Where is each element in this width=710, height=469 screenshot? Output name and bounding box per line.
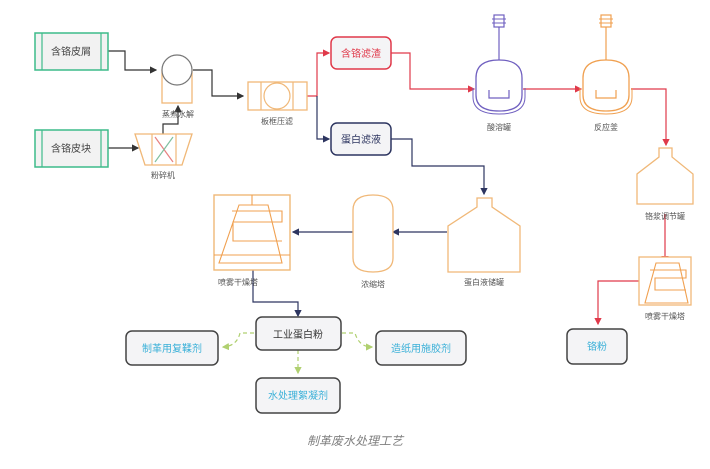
retanning-agent-label: 制革用复鞣剂 [142, 342, 202, 355]
flow-protein-to-sizing [342, 332, 374, 351]
spray-dryer-right: 喷雾干燥塔 [638, 256, 692, 321]
source-chrome-pieces-label: 含铬皮块 [51, 142, 91, 155]
filter-press-label: 板框压滤 [261, 116, 293, 126]
flow-hydrolysis-to-filterpress [193, 69, 245, 100]
reactor-label: 反应釜 [594, 122, 618, 132]
protein-storage-tank-label: 蛋白液储罐 [464, 277, 504, 287]
spray-dryer-left: 喷雾干燥塔 [213, 194, 291, 287]
acid-tank: 酸溶罐 [472, 14, 526, 132]
crusher: 粉碎机 [134, 133, 193, 180]
protein-storage-tank: 蛋白液储罐 [447, 197, 521, 287]
flow-filterpress-to-filtrate [316, 96, 331, 143]
flow-shavings-to-hydrolysis [108, 50, 158, 74]
acid-tank-label: 酸溶罐 [487, 122, 511, 132]
spray-dryer-left-label: 喷雾干燥塔 [218, 277, 258, 287]
industrial-protein-box: 工业蛋白粉 [255, 316, 342, 351]
source-chrome-pieces: 含铬皮块 [34, 129, 109, 168]
flow-reactor-to-adjusttank [631, 88, 670, 147]
diagram-caption: 制革废水处理工艺 [306, 434, 403, 448]
paper-sizing-box: 造纸用施胶剂 [375, 330, 467, 366]
crusher-label: 粉碎机 [151, 170, 175, 180]
flow-dryer-to-chromepowder [594, 280, 639, 326]
flocculant-label: 水处理絮凝剂 [268, 389, 328, 402]
chrome-adjust-tank: 铬浆调节罐 [636, 147, 694, 221]
chrome-adjust-tank-label: 铬浆调节罐 [645, 211, 685, 221]
chrome-residue-label: 含铬滤渣 [341, 47, 381, 60]
chrome-powder-box: 铬粉 [566, 328, 628, 365]
protein-filtrate-box: 蛋白滤液 [330, 122, 392, 156]
source-chrome-shavings: 含铬皮屑 [34, 32, 109, 71]
flow-protein-to-retanning [221, 332, 254, 351]
spray-dryer-right-label: 喷雾干燥塔 [645, 311, 685, 321]
connectors [108, 49, 670, 375]
flocculant-box: 水处理絮凝剂 [255, 377, 341, 414]
concentrator-label: 浓缩塔 [361, 279, 385, 289]
industrial-protein-label: 工业蛋白粉 [273, 328, 323, 341]
concentrator: 浓缩塔 [352, 194, 394, 289]
flow-dryer-to-protein [252, 270, 302, 318]
hydrolysis-label: 蒸煮水解 [162, 109, 194, 119]
protein-filtrate-label: 蛋白滤液 [341, 133, 381, 146]
flow-residue-to-acidtank [391, 52, 476, 93]
hydrolysis-vessel: 蒸煮水解 [161, 54, 194, 119]
reactor: 反应釜 [579, 14, 633, 132]
retanning-agent-box: 制革用复鞣剂 [125, 330, 219, 366]
filter-press: 板框压滤 [247, 81, 308, 126]
source-chrome-shavings-label: 含铬皮屑 [51, 45, 91, 58]
chrome-residue-box: 含铬滤渣 [330, 36, 392, 70]
flow-crusher-to-hydrolysis [162, 104, 182, 134]
paper-sizing-label: 造纸用施胶剂 [391, 342, 451, 355]
chrome-powder-label: 铬粉 [587, 340, 607, 353]
flow-filterpress-to-residue [307, 49, 331, 97]
flow-filtrate-to-storage [391, 138, 488, 196]
